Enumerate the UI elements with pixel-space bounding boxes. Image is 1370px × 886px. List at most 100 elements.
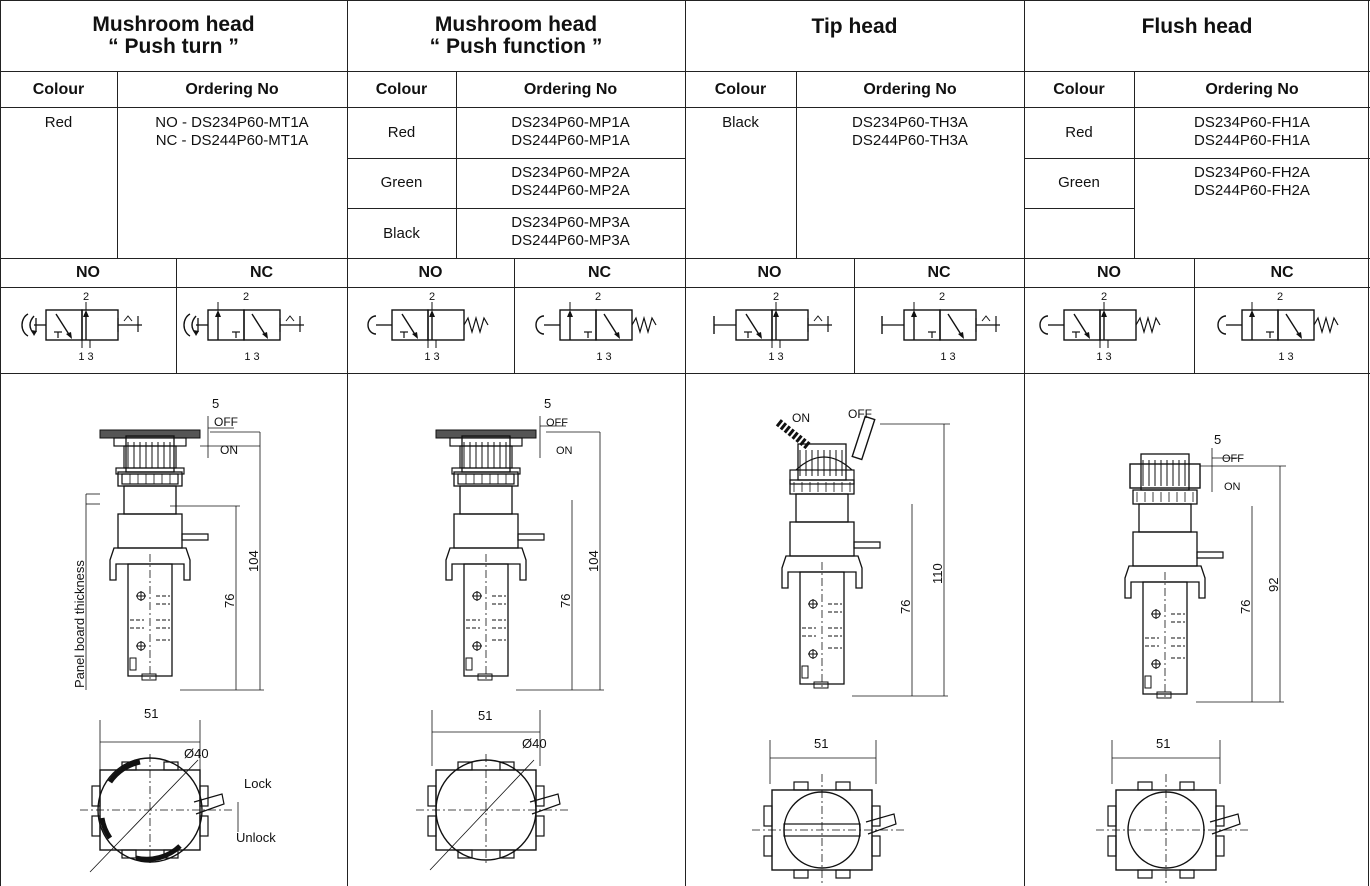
port-2-c3nc: 2	[939, 291, 945, 303]
port-13-c1no: 1 3	[78, 351, 93, 363]
col4-colour-header: Colour	[1053, 81, 1105, 98]
col1-panel-label: Panel board thickness	[72, 560, 87, 688]
col3-drawing	[751, 415, 950, 886]
port-13-c2nc: 1 3	[596, 351, 611, 363]
col2-dim-5: 5	[544, 396, 551, 411]
col3-ordering-header: Ordering No	[863, 81, 957, 98]
col1-row1-no: NO - DS234P60-MT1A	[155, 114, 309, 131]
col3-nc-label: NC	[927, 264, 951, 281]
col2-row3-colour: Black	[383, 225, 420, 242]
col2-row1-no: DS234P60-MP1A	[511, 114, 630, 131]
col1-dim-on: ON	[220, 443, 238, 457]
col2-title-line2: “ Push function ”	[429, 35, 603, 58]
col4-title: Flush head	[1141, 15, 1253, 38]
col4-row1-colour: Red	[1065, 124, 1093, 141]
col3-dim-110: 110	[930, 563, 945, 584]
col2-title-line1: Mushroom head	[434, 13, 598, 36]
col2-no-label: NO	[418, 264, 443, 281]
col1-dim-51: 51	[144, 706, 158, 721]
port-2-c4no: 2	[1101, 291, 1107, 303]
border-right	[1368, 0, 1369, 886]
col4-no-label: NO	[1097, 264, 1121, 281]
col2-dim-dia: Ø40	[522, 736, 547, 751]
col1-nc-label: NC	[249, 264, 274, 281]
col1-dim-off: OFF	[214, 415, 238, 429]
col4-no-symbol	[1039, 301, 1161, 349]
col3-off: OFF	[848, 407, 872, 421]
port-13-c4no: 1 3	[1096, 351, 1111, 363]
subcol-1	[117, 71, 118, 258]
port-13-c3nc: 1 3	[940, 351, 955, 363]
col-divider-1	[347, 0, 348, 886]
col-divider-2	[685, 0, 686, 886]
border-left	[0, 0, 1, 886]
port-13-c4nc: 1 3	[1278, 351, 1293, 363]
col1-unlock: Unlock	[236, 830, 276, 845]
col2-dim-104: 104	[586, 550, 601, 572]
col4-row2-colour: Green	[1058, 174, 1100, 191]
col4-dim-off: OFF	[1222, 453, 1244, 465]
col3-row1-no: DS234P60-TH3A	[852, 114, 968, 131]
col3-dim-76: 76	[898, 600, 913, 614]
col1-ordering-header: Ordering No	[185, 81, 279, 98]
col3-dim-51: 51	[814, 736, 828, 751]
col1-drawing	[79, 416, 264, 873]
col2-dim-on: ON	[556, 445, 573, 457]
col4-row2-no: DS234P60-FH2A	[1194, 164, 1310, 181]
col1-row1-nc: NC - DS244P60-MT1A	[155, 132, 309, 149]
technical-drawings: 5 OFF ON 104 76 Panel board thickness 51…	[72, 396, 1286, 886]
col2-row3-no: DS234P60-MP3A	[511, 214, 630, 231]
col1-no-label: NO	[76, 264, 100, 281]
col2-dim-51: 51	[478, 708, 492, 723]
col4-dim-5: 5	[1214, 432, 1221, 447]
col2-row2-colour: Green	[380, 174, 423, 191]
col1-lock: Lock	[244, 776, 272, 791]
nonc-sep-3	[854, 258, 855, 373]
port-2-c3no: 2	[773, 291, 779, 303]
col1-colour-header: Colour	[32, 81, 85, 98]
subcol-2	[456, 71, 457, 258]
col4-dim-76: 76	[1238, 600, 1253, 614]
col2-row-line-1	[347, 158, 685, 159]
col2-row2-no: DS234P60-MP2A	[511, 164, 630, 181]
col2-row-line-2	[347, 208, 685, 209]
col1-title-line2: “ Push turn ”	[108, 35, 239, 58]
col2-row1-colour: Red	[387, 124, 416, 141]
col4-row1-nc: DS244P60-FH1A	[1194, 132, 1310, 149]
nonc-sep-2	[514, 258, 515, 373]
col4-dim-92: 92	[1266, 578, 1281, 592]
col3-title: Tip head	[811, 15, 898, 38]
col2-row1-nc: DS244P60-MP1A	[511, 132, 630, 149]
port-13-c2no: 1 3	[424, 351, 439, 363]
col2-dim-76: 76	[558, 594, 573, 608]
port-2-c1no: 2	[83, 291, 89, 303]
col2-drawing	[415, 416, 604, 871]
col4-nc-label: NC	[1270, 264, 1294, 281]
col1-row1-colour: Red	[44, 114, 73, 131]
subcol-3	[796, 71, 797, 258]
port-2-c4nc: 2	[1277, 291, 1283, 303]
col3-row1-nc: DS244P60-TH3A	[852, 132, 968, 149]
nonc-sep-1	[176, 258, 177, 373]
valve-symbols: 2 1 3 2 1 3 2 1 3 2 1 3 2 1 3 2 1 3 2 1 …	[21, 291, 1339, 363]
port-13-c1nc: 1 3	[244, 351, 259, 363]
col1-no-symbol	[21, 301, 143, 349]
col4-row-line-1	[1024, 158, 1370, 159]
col3-row1-colour: Black	[722, 114, 759, 131]
col2-nc-symbol	[535, 301, 657, 341]
col3-on: ON	[792, 411, 810, 425]
col4-row1-no: DS234P60-FH1A	[1194, 114, 1310, 131]
col-divider-3	[1024, 0, 1025, 886]
col2-row2-nc: DS244P60-MP2A	[511, 182, 630, 199]
col4-dim-51: 51	[1156, 736, 1170, 751]
col4-drawing	[1095, 448, 1286, 886]
col3-nc-symbol	[881, 301, 1001, 341]
col2-row3-nc: DS244P60-MP3A	[511, 232, 630, 249]
subcol-4	[1134, 71, 1135, 258]
col2-nc-label: NC	[587, 264, 612, 281]
col3-colour-header: Colour	[714, 81, 767, 98]
col1-dim-104: 104	[246, 550, 261, 572]
col1-dim-76: 76	[222, 594, 237, 608]
col4-ordering-header: Ordering No	[1205, 81, 1299, 98]
